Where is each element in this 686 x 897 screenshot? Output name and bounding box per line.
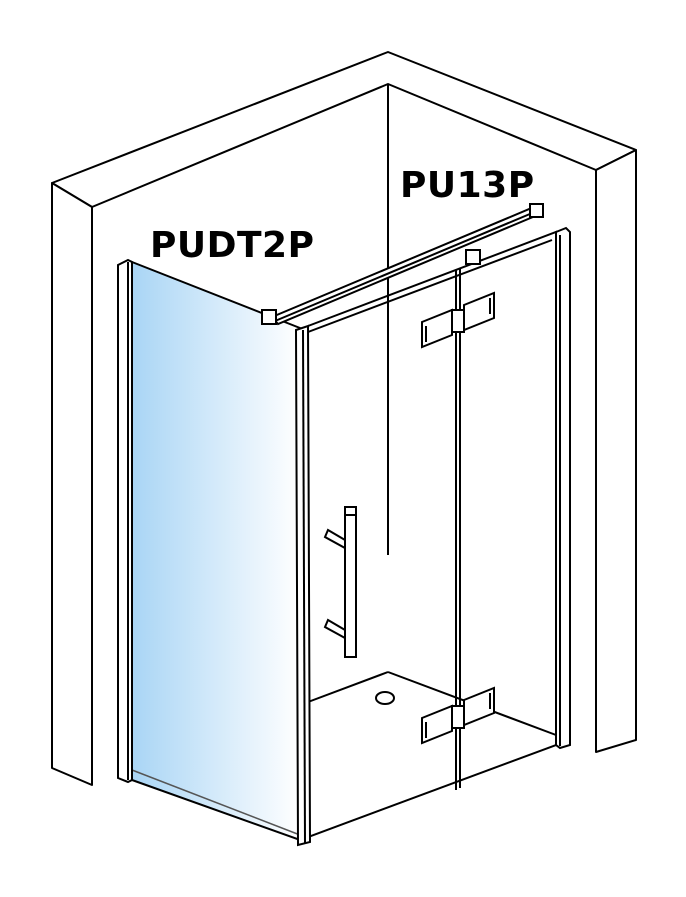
bar-end-cap-left bbox=[261, 309, 277, 325]
side-panel-floor-edge bbox=[131, 769, 301, 836]
corner-post bbox=[294, 324, 312, 847]
side-glass-panel bbox=[131, 260, 301, 842]
right-wall-face bbox=[595, 149, 637, 753]
door-handle-icon bbox=[323, 506, 357, 658]
left-wall-face bbox=[51, 182, 93, 786]
bar-mid-bracket bbox=[465, 249, 481, 265]
wall-top bbox=[51, 51, 637, 208]
hinge-top-icon bbox=[421, 291, 495, 349]
side-panel-label: PUDT2P bbox=[150, 225, 315, 266]
wall-profile-left bbox=[117, 258, 133, 784]
drain-icon bbox=[375, 691, 395, 705]
wall-profile-right bbox=[555, 226, 571, 750]
bar-end-cap-right bbox=[529, 203, 544, 218]
hinge-bottom-icon bbox=[421, 686, 495, 745]
wall-structure bbox=[51, 51, 637, 786]
door-label: PU13P bbox=[400, 165, 535, 206]
